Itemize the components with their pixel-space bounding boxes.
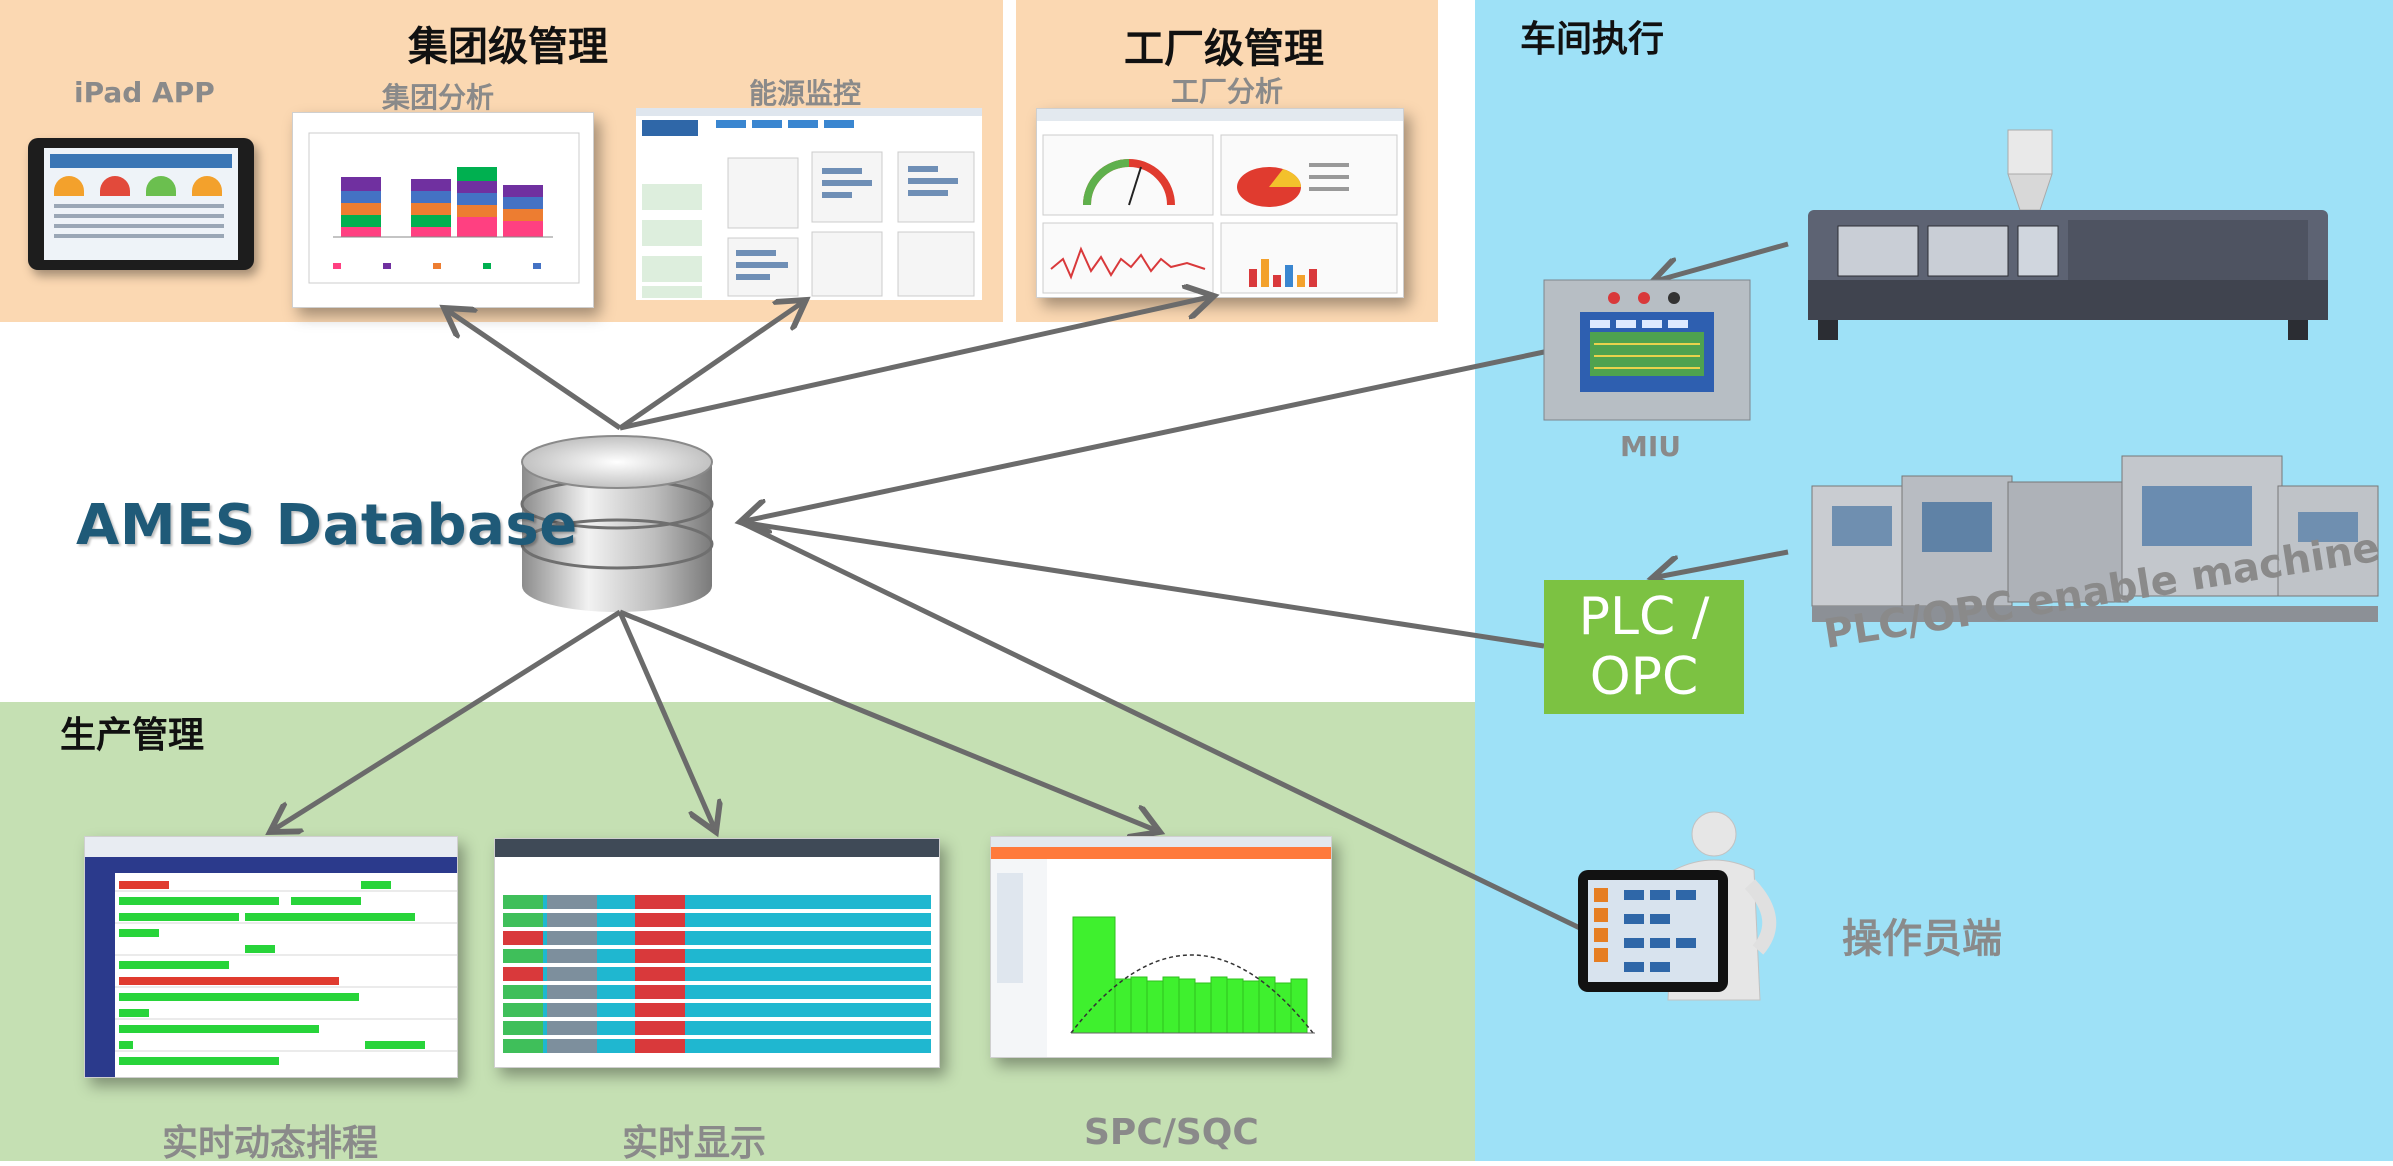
miu-label: MIU [1620, 430, 1682, 463]
machine-icon [1808, 129, 2328, 340]
energy-dashboard-thumbnail [636, 108, 982, 300]
spc-histogram-thumbnail [991, 837, 1331, 1057]
database-label: AMES Database [76, 493, 578, 558]
ipad-icon [28, 138, 254, 270]
schedule-label: 实时动态排程 [162, 1123, 379, 1164]
group-management-title: 集团级管理 [408, 24, 608, 70]
ipad-app-label: iPad APP [74, 76, 215, 109]
plc-opc-text: PLC / OPC [1578, 587, 1710, 707]
database-icon [520, 435, 714, 612]
arrow-from-miu [740, 349, 1545, 522]
group-analysis-screenshot [292, 112, 594, 308]
gantt-thumbnail [85, 837, 457, 1077]
factory-management-title: 工厂级管理 [1124, 26, 1324, 72]
arrow-to-group-analysis [444, 308, 622, 431]
operator-tablet-icon [1578, 811, 1777, 1001]
energy-monitor-screenshot [636, 108, 982, 300]
realtime-screenshot [494, 838, 940, 1068]
operator-label: 操作员端 [1842, 916, 2002, 962]
plc-opc-box: PLC / OPC [1544, 580, 1744, 714]
arrow-from-plc [739, 519, 1545, 649]
factory-analysis-label: 工厂分析 [1171, 75, 1284, 108]
stacked-bar-thumbnail [308, 132, 580, 284]
spc-sqc-label: SPC/SQC [1084, 1112, 1259, 1153]
miu-panel-icon [1543, 279, 1751, 421]
schedule-screenshot [84, 836, 458, 1078]
realtime-table-thumbnail [495, 839, 939, 1053]
plc-machine-icon [1811, 455, 2379, 622]
factory-dashboard-thumbnail [1037, 109, 1403, 294]
group-analysis-label: 集团分析 [382, 81, 495, 114]
workshop-title: 车间执行 [1520, 19, 1665, 60]
energy-monitor-label: 能源监控 [749, 77, 862, 110]
production-title: 生产管理 [60, 715, 205, 756]
factory-analysis-screenshot [1036, 108, 1404, 298]
realtime-label: 实时显示 [622, 1123, 767, 1164]
spc-screenshot [990, 836, 1332, 1058]
